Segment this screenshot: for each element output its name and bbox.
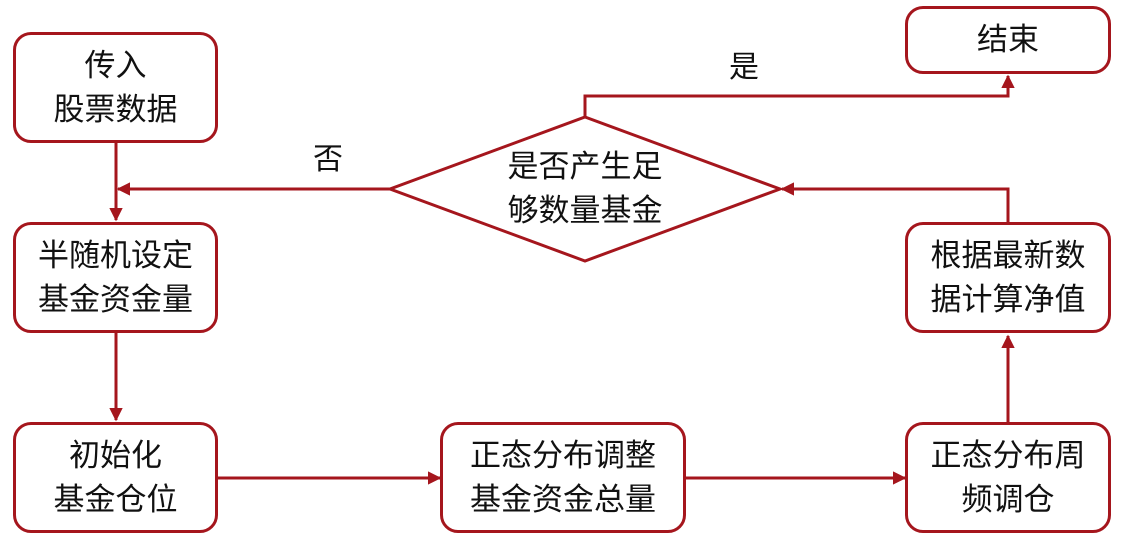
node-end: 结束: [905, 6, 1111, 74]
node-set-funds-line2: 基金资金量: [38, 281, 193, 318]
edge-label-no: 否: [313, 142, 343, 177]
node-input: 传入 股票数据: [13, 32, 218, 143]
node-init-positions: 初始化 基金仓位: [13, 422, 218, 533]
node-init-positions-line1: 初始化: [69, 437, 162, 474]
arrow-decision-yes: [583, 74, 1015, 117]
node-adjust-total-line1: 正态分布调整: [470, 437, 656, 474]
node-rebalance-line1: 正态分布周: [930, 437, 1086, 474]
edge-label-yes: 是: [729, 50, 759, 85]
node-input-line1: 传入: [84, 47, 147, 84]
arrow-nav-to-decision: [780, 182, 1010, 222]
decision-line2: 够数量基金: [507, 193, 663, 229]
decision-diamond: [385, 115, 785, 263]
node-input-line2: 股票数据: [53, 91, 178, 128]
node-set-funds-line1: 半随机设定: [38, 237, 193, 274]
node-end-label: 结束: [977, 22, 1039, 58]
node-set-funds: 半随机设定 基金资金量: [13, 222, 218, 333]
node-init-positions-line2: 基金仓位: [53, 481, 178, 518]
node-adjust-total-line2: 基金资金总量: [470, 481, 656, 518]
node-compute-nav-line2: 据计算净值: [930, 281, 1086, 318]
node-compute-nav-line1: 根据最新数: [930, 237, 1086, 274]
decision-line1: 是否产生足: [507, 149, 663, 185]
node-compute-nav: 根据最新数 据计算净值: [905, 222, 1111, 333]
decision-text: 是否产生足 够数量基金: [440, 143, 730, 235]
node-adjust-total: 正态分布调整 基金资金总量: [440, 422, 686, 533]
node-rebalance-line2: 频调仓: [961, 481, 1055, 518]
node-rebalance: 正态分布周 频调仓: [905, 422, 1111, 533]
